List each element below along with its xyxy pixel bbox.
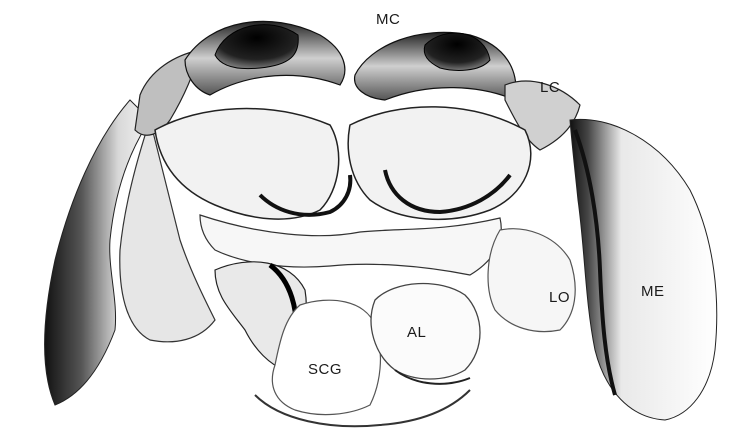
lo-lobe: [488, 229, 575, 332]
label-al: AL: [407, 325, 426, 340]
label-me: ME: [641, 284, 665, 299]
right-central-body: [348, 107, 531, 219]
label-scg: SCG: [308, 362, 342, 377]
me-lobe: [570, 119, 717, 420]
label-lo: LO: [549, 290, 570, 305]
left-central-body: [155, 109, 339, 219]
label-lc: LC: [540, 80, 560, 95]
label-mc: MC: [376, 12, 400, 27]
